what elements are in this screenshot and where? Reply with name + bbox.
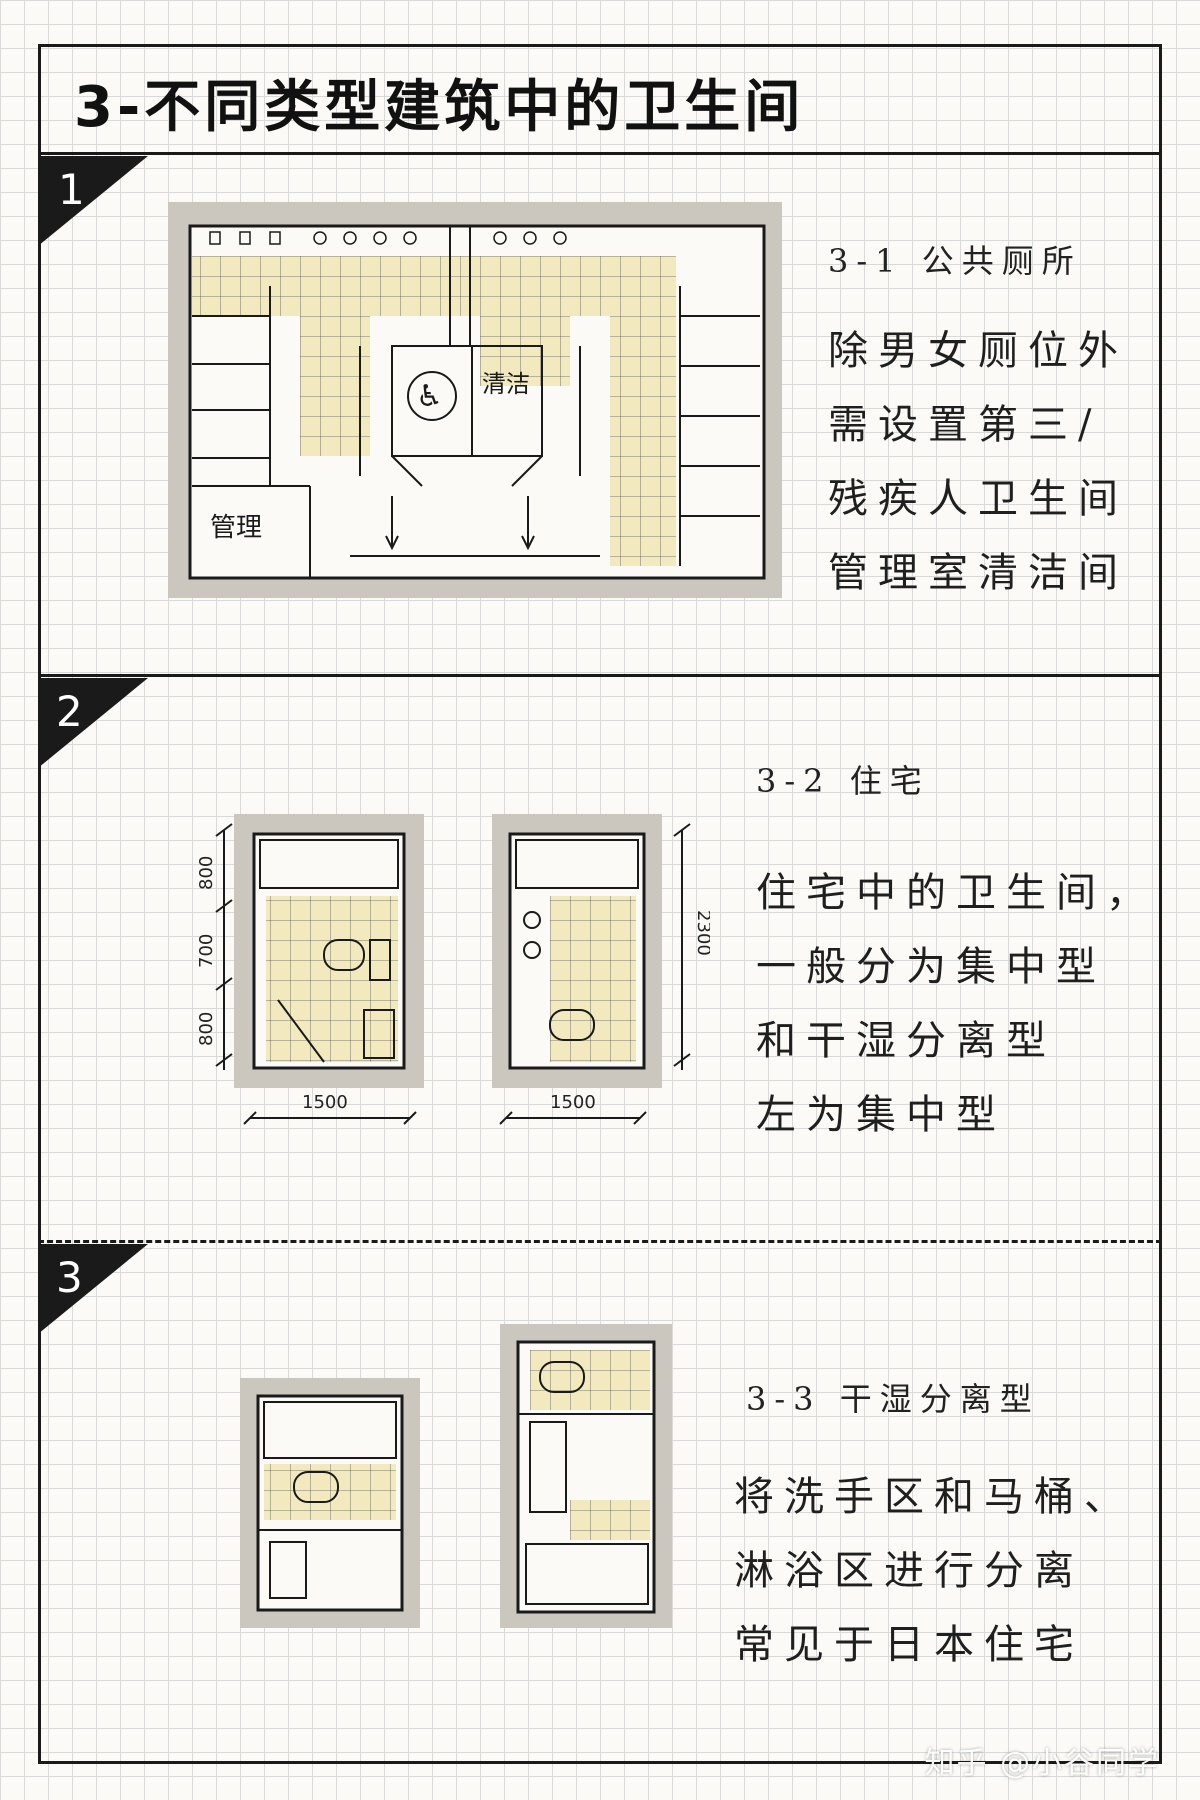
section-2-text: 住宅中的卫生间， 一般分为集中型 和干湿分离型 左为集中型 <box>756 856 1156 1152</box>
section-2-line: 一般分为集中型 <box>756 944 1106 990</box>
section-number-tag-3: 3 <box>38 1244 148 1334</box>
accessible-icon: ♿ <box>416 379 443 414</box>
section-3-line: 将洗手区和马桶、 <box>734 1474 1134 1520</box>
section-1-caption: 3-1 公共厕所 <box>828 242 1082 280</box>
section-1-line: 需设置第三/ <box>828 402 1102 448</box>
title-divider <box>38 152 1162 155</box>
dim-right-height: 2300 <box>693 910 710 956</box>
section-2-caption: 3-2 住宅 <box>756 762 930 800</box>
page-title: 3-不同类型建筑中的卫生间 <box>74 75 805 140</box>
clean-room-label: 清洁 <box>482 370 530 398</box>
watermark: 知乎 @小谷同学 <box>924 1746 1160 1781</box>
section-2-line: 左为集中型 <box>756 1092 1006 1138</box>
public-toilet-plan: 管理 清洁 ♿ <box>160 196 790 606</box>
dim-seg-3: 800 <box>196 1012 217 1046</box>
manage-room-label: 管理 <box>210 513 262 543</box>
dim-right-width: 1500 <box>550 1092 596 1113</box>
section-number-3: 3 <box>56 1253 83 1302</box>
dim-seg-2: 700 <box>196 934 217 968</box>
section-number-1: 1 <box>58 165 85 214</box>
section-number-tag-2: 2 <box>38 678 148 768</box>
section-3-line: 淋浴区进行分离 <box>734 1548 1084 1594</box>
wet-dry-plans <box>230 1310 680 1640</box>
section-2-line: 和干湿分离型 <box>756 1018 1056 1064</box>
dim-left-width: 1500 <box>302 1092 348 1113</box>
section-divider-2 <box>38 1240 1162 1243</box>
section-number-2: 2 <box>56 687 83 736</box>
section-1-line: 管理室清洁间 <box>828 550 1128 596</box>
section-number-tag-1: 1 <box>38 156 148 246</box>
section-divider-1 <box>38 674 1162 677</box>
residential-plans: 1500 1500 2300 800 700 800 <box>150 800 710 1160</box>
section-1-line: 残疾人卫生间 <box>828 476 1128 522</box>
section-3-line: 常见于日本住宅 <box>734 1622 1084 1668</box>
section-1-text: 除男女厕位外 需设置第三/ 残疾人卫生间 管理室清洁间 <box>828 314 1128 610</box>
section-1-line: 除男女厕位外 <box>828 328 1128 374</box>
section-3-caption: 3-3 干湿分离型 <box>746 1380 1040 1418</box>
section-2-line: 住宅中的卫生间， <box>756 870 1156 916</box>
page-frame <box>38 44 1162 1764</box>
dim-seg-1: 800 <box>196 856 217 890</box>
section-3-text: 将洗手区和马桶、 淋浴区进行分离 常见于日本住宅 <box>734 1460 1134 1682</box>
